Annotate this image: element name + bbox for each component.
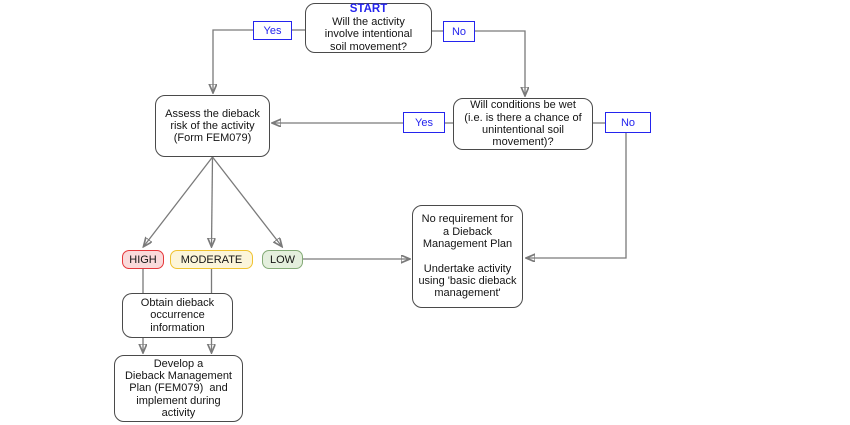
develop-plan-text: Develop a Dieback Management Plan (FEM07… [124, 357, 232, 419]
develop-plan-node: Develop a Dieback Management Plan (FEM07… [114, 355, 243, 422]
start-title: START [349, 3, 388, 16]
label-no-start: No [443, 21, 475, 42]
label-yes-start: Yes [253, 21, 292, 40]
no-requirement-text: No requirement for a Dieback Management … [418, 213, 517, 300]
start-node: START Will the activity involve intentio… [305, 3, 432, 53]
obtain-info-node: Obtain dieback occurrence information [122, 293, 233, 338]
label-yes-wet: Yes [403, 112, 445, 133]
connector-lines [143, 29, 627, 352]
obtain-info-text: Obtain dieback occurrence information [140, 297, 215, 334]
assess-risk-text: Assess the dieback risk of the activity … [165, 107, 260, 145]
label-no-wet: No [605, 112, 651, 133]
wet-conditions-node: Will conditions be wet (i.e. is there a … [453, 98, 593, 150]
risk-low-badge: LOW [262, 250, 303, 269]
assess-risk-node: Assess the dieback risk of the activity … [155, 95, 270, 157]
risk-high-badge: HIGH [122, 250, 164, 269]
no-requirement-node: No requirement for a Dieback Management … [412, 205, 523, 308]
start-text: Will the activity involve intentional so… [324, 15, 413, 53]
wet-conditions-text: Will conditions be wet (i.e. is there a … [464, 99, 582, 149]
risk-moderate-badge: MODERATE [170, 250, 253, 269]
